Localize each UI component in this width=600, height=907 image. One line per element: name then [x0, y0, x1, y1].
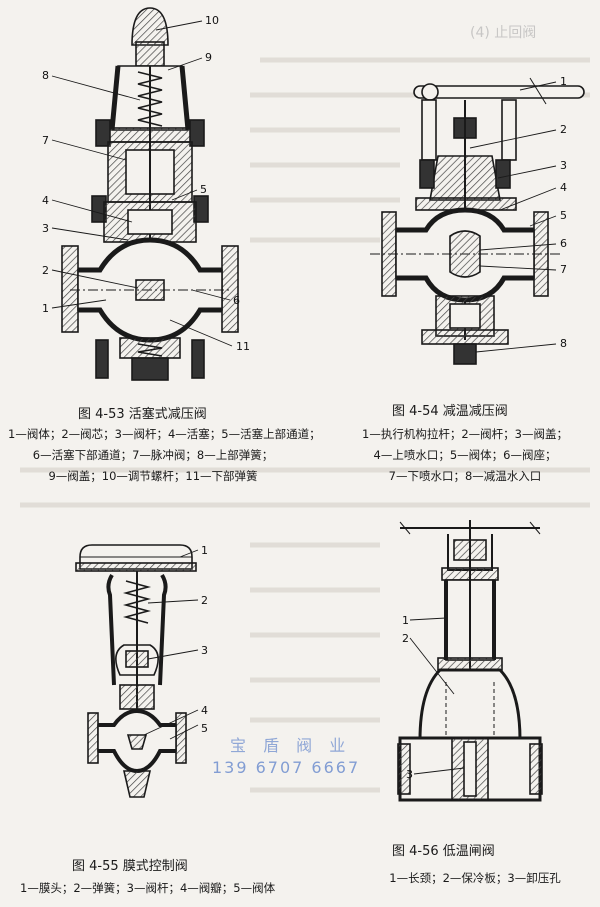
legend-line: 6—活塞下部通道；7—脉冲阀；8—上部弹簧； [32, 448, 274, 462]
legend-line: 1—执行机构拉杆；2—阀杆；3—阀盖； [362, 427, 568, 441]
label-10: 10 [205, 14, 219, 27]
legend-fig-4-56: 1—长颈；2—保冷板；3—卸压孔 [350, 868, 600, 889]
legend-fig-4-55: 1—膜头；2—弹簧；3—阀杆；4—阀瓣；5—阀体 [20, 878, 276, 899]
legend-line: 7—下喷水口；8—减温水入口 [388, 469, 542, 483]
legend-line: 1—长颈；2—保冷板；3—卸压孔 [389, 871, 561, 885]
label-4: 4 [560, 181, 567, 194]
label-2: 2 [402, 632, 409, 645]
figure-4-53: 10 9 8 7 5 4 3 2 1 6 11 [0, 0, 300, 400]
desuperheating-valve-drawing: 1 2 3 4 5 6 7 8 [370, 75, 585, 365]
figure-4-55: 1 2 3 4 5 [20, 535, 240, 845]
label-1: 1 [402, 614, 409, 627]
label-3: 3 [42, 222, 49, 235]
label-5: 5 [560, 209, 567, 222]
label-3: 3 [406, 768, 413, 781]
caption-fig-4-56: 图 4-56 低温闸阀 [392, 844, 495, 859]
label-11: 11 [236, 340, 250, 353]
caption-fig-4-54: 图 4-54 减温减压阀 [392, 404, 508, 419]
legend-line: 1—膜头；2—弹簧；3—阀杆；4—阀瓣；5—阀体 [20, 881, 276, 895]
label-1: 1 [201, 544, 208, 557]
label-2: 2 [201, 594, 208, 607]
label-5: 5 [201, 722, 208, 735]
legend-line: 1—阀体；2—阀芯；3—阀杆；4—活塞；5—活塞上部通道； [8, 427, 321, 441]
label-9: 9 [205, 51, 212, 64]
label-2: 2 [42, 264, 49, 277]
label-1: 1 [42, 302, 49, 315]
label-3: 3 [560, 159, 567, 172]
watermark-company: 宝 盾 阀 业 [230, 736, 352, 755]
label-4: 4 [42, 194, 49, 207]
label-7: 7 [560, 263, 567, 276]
piston-reducing-valve-drawing: 10 9 8 7 5 4 3 2 1 6 11 [42, 7, 250, 381]
label-5: 5 [200, 183, 207, 196]
figure-4-54: 1 2 3 4 5 6 7 8 [330, 60, 600, 390]
figure-4-56: 1 2 3 [380, 510, 560, 835]
legend-line: 4—上喷水口；5—阀体；6—阀座； [373, 448, 557, 462]
legend-fig-4-54: 1—执行机构拉杆；2—阀杆；3—阀盖； 4—上喷水口；5—阀体；6—阀座； 7—… [330, 424, 600, 487]
label-7: 7 [42, 134, 49, 147]
label-6: 6 [233, 294, 240, 307]
label-8: 8 [42, 69, 49, 82]
label-4: 4 [201, 704, 208, 717]
legend-line: 9—阀盖；10—调节螺杆；11—下部弹簧 [48, 469, 258, 483]
caption-fig-4-53: 图 4-53 活塞式减压阀 [78, 407, 207, 422]
page-header: (4) 止回阀 [470, 25, 537, 41]
label-2: 2 [560, 123, 567, 136]
diaphragm-control-valve-drawing: 1 2 3 4 5 [75, 544, 208, 798]
label-3: 3 [201, 644, 208, 657]
caption-fig-4-55: 图 4-55 膜式控制阀 [72, 859, 188, 874]
label-1: 1 [560, 75, 567, 88]
label-8: 8 [560, 337, 567, 350]
legend-fig-4-53: 1—阀体；2—阀芯；3—阀杆；4—活塞；5—活塞上部通道； 6—活塞下部通道；7… [8, 424, 321, 487]
cryogenic-gate-valve-drawing: 1 2 3 [397, 520, 543, 802]
label-6: 6 [560, 237, 567, 250]
